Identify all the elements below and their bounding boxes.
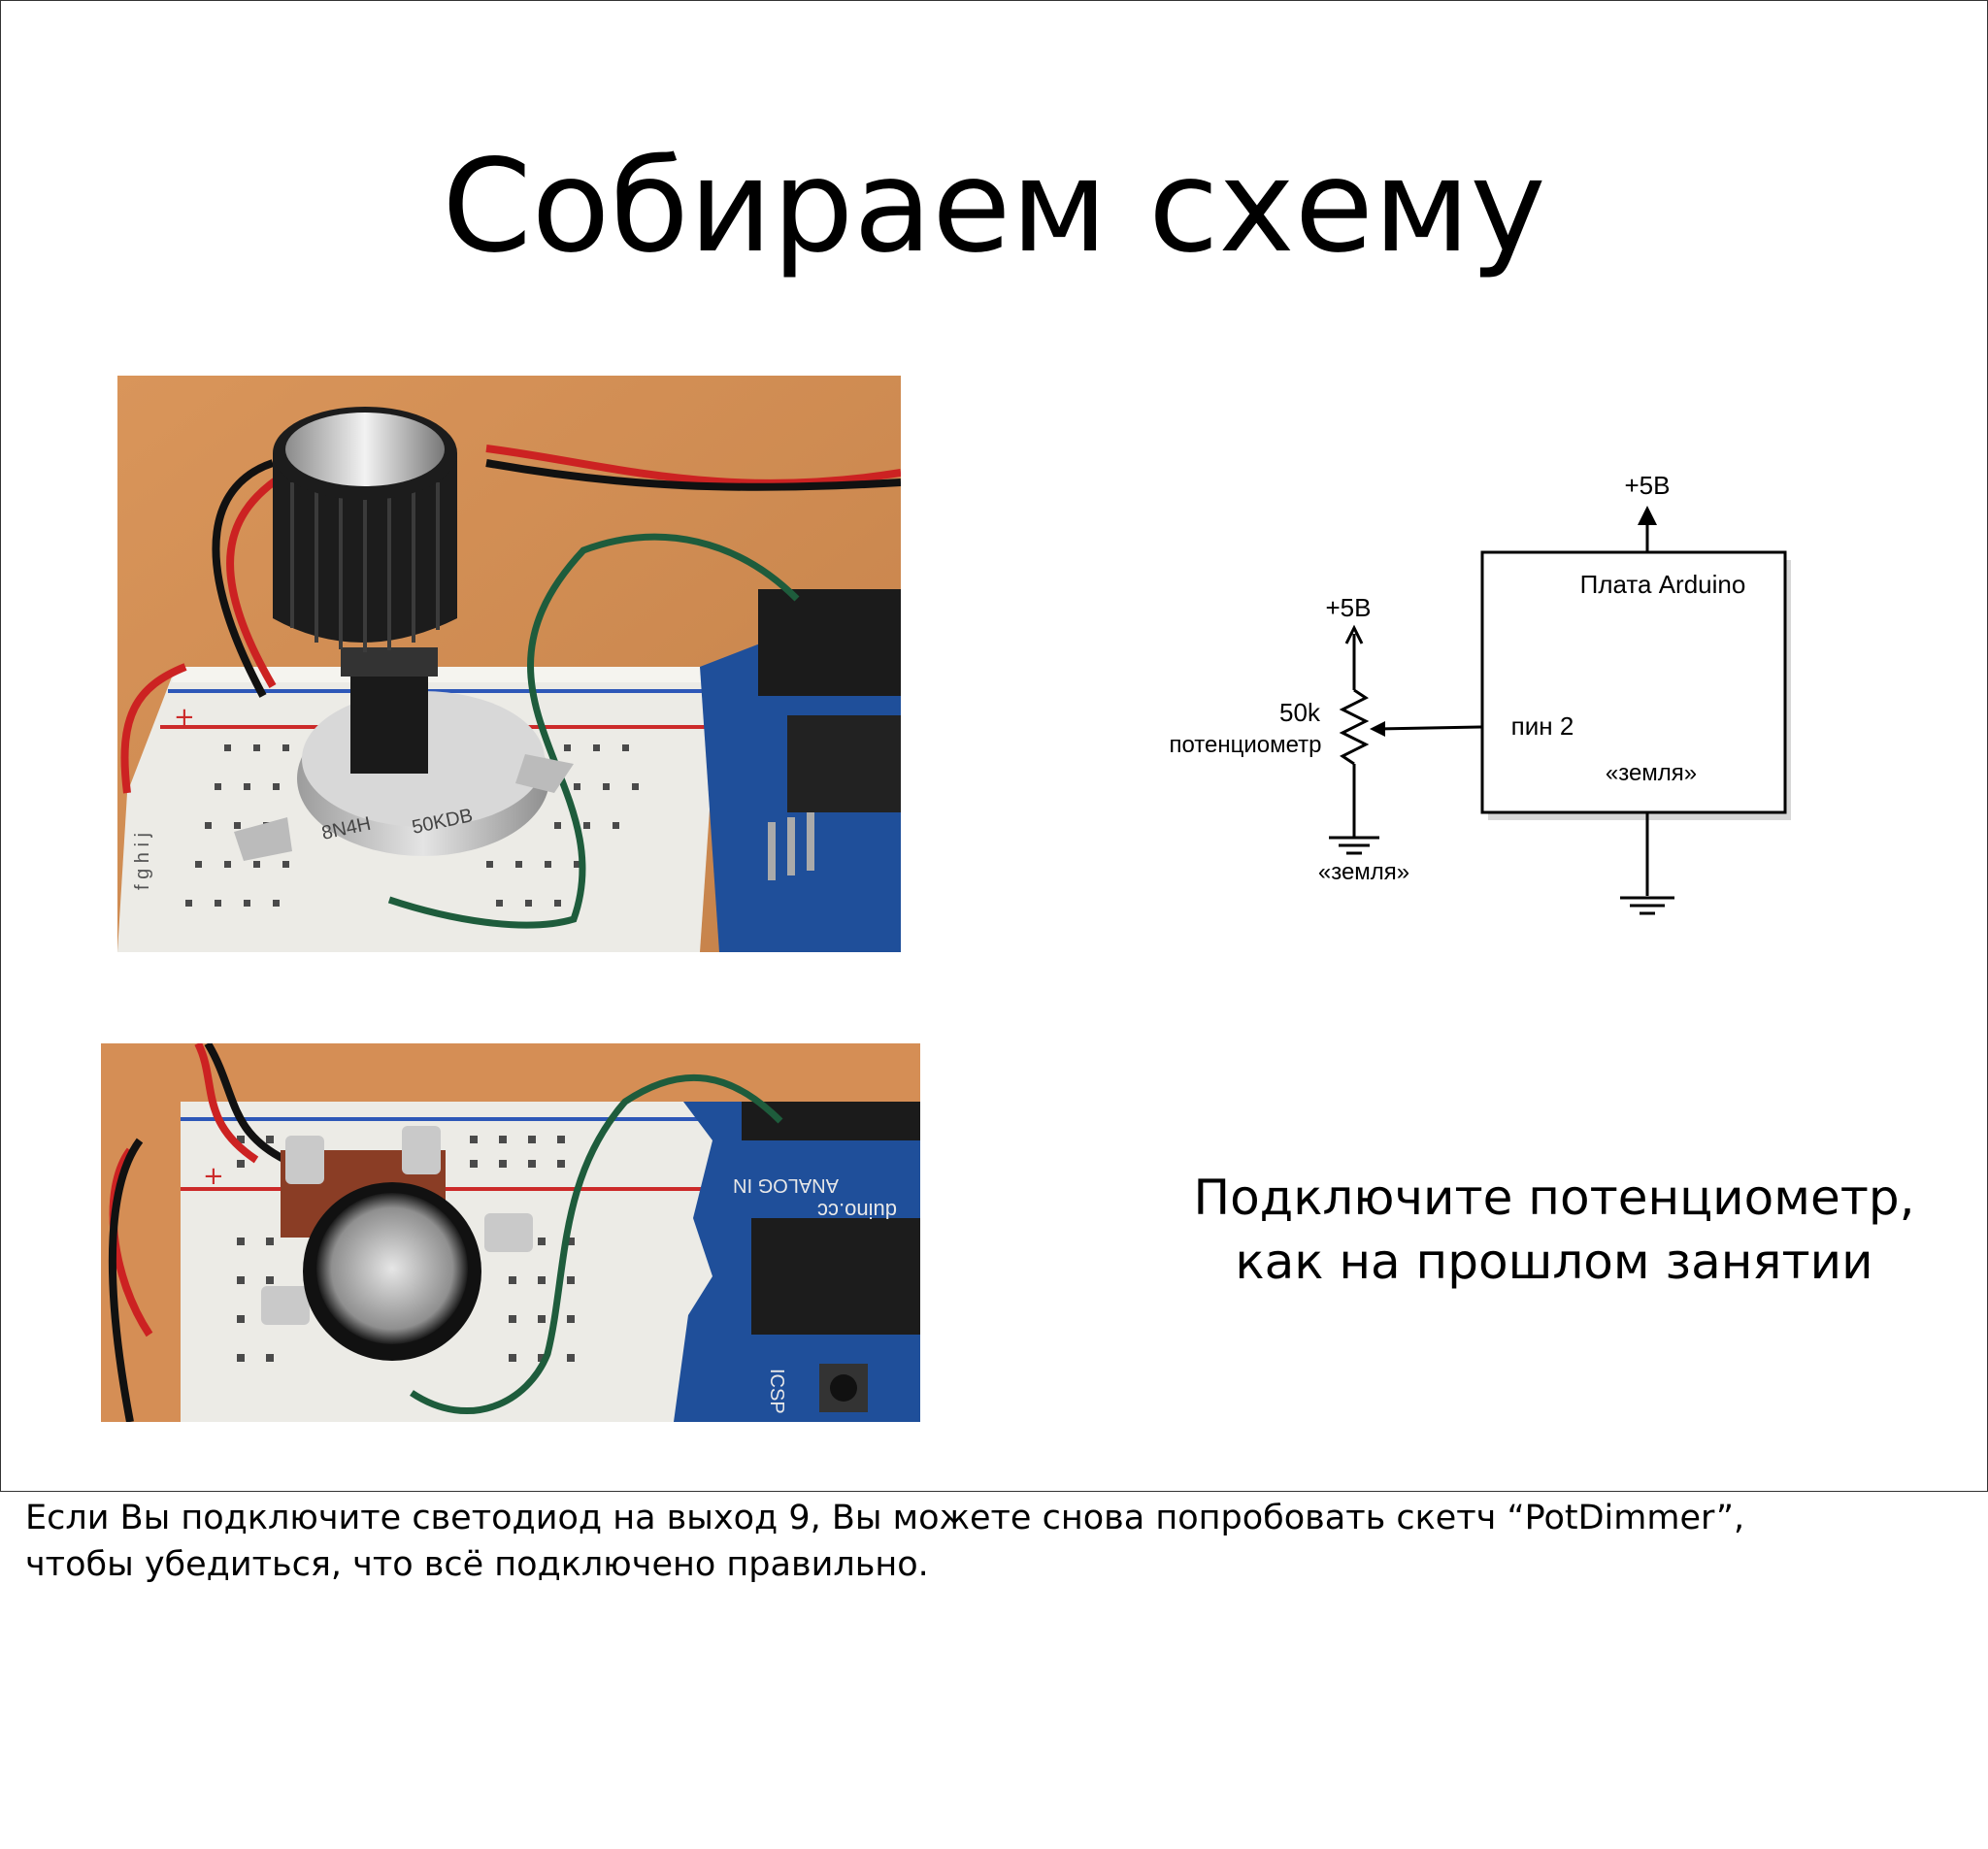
svg-text:+: + [203, 1162, 224, 1191]
board-vcc-arrow-icon [1638, 506, 1657, 525]
pot-label: потенциометр [1169, 732, 1321, 758]
slide: Собираем схему [0, 0, 1988, 1492]
circuit-schematic: +5В Плата Arduino пин 2 «земля» +5В 50k … [1169, 471, 1791, 915]
photo-breadboard-knob: + f g h i j [117, 376, 901, 952]
board-ground-icon [1620, 896, 1674, 915]
icsp-label: ICSP [766, 1369, 787, 1414]
board-ground-text: «земля» [1606, 760, 1697, 786]
analog-in-label: ANALOG IN [733, 1174, 839, 1196]
wiper-arrow-icon [1370, 721, 1385, 737]
slide-title: Собираем схему [442, 132, 1546, 281]
photo-breadboard-topdown: + ANALOG IN duino.cc ICSP [101, 1043, 920, 1422]
notes-line: Если Вы подключите светодиод на выход 9,… [25, 1499, 1745, 1537]
pot-ground-icon [1329, 836, 1379, 855]
board-label: Плата Arduino [1580, 570, 1746, 599]
caption-line: Подключите потенциометр, [1193, 1170, 1915, 1226]
arduino-board-box [1480, 550, 1787, 814]
breadboard-letters: f g h i j [132, 833, 153, 890]
pot-vcc-label: +5В [1326, 593, 1372, 622]
caption-line: как на прошлом занятии [1235, 1234, 1873, 1290]
notes-line: чтобы убедиться, что всё подключено прав… [25, 1545, 929, 1584]
arduino-cc-label: duino.cc [817, 1199, 897, 1223]
pin-label: пин 2 [1511, 711, 1574, 741]
svg-text:+: + [174, 703, 195, 732]
slide-caption: Подключите потенциометр, как на прошлом … [1127, 1166, 1981, 1294]
pot-vcc-arrow-icon [1344, 624, 1364, 644]
potentiometer-symbol [1339, 688, 1370, 766]
board-vcc-label: +5В [1625, 471, 1671, 500]
pot-value-label: 50k [1279, 698, 1321, 727]
pot-ground-text: «земля» [1318, 859, 1409, 885]
speaker-notes: Если Вы подключите светодиод на выход 9,… [25, 1495, 1967, 1588]
